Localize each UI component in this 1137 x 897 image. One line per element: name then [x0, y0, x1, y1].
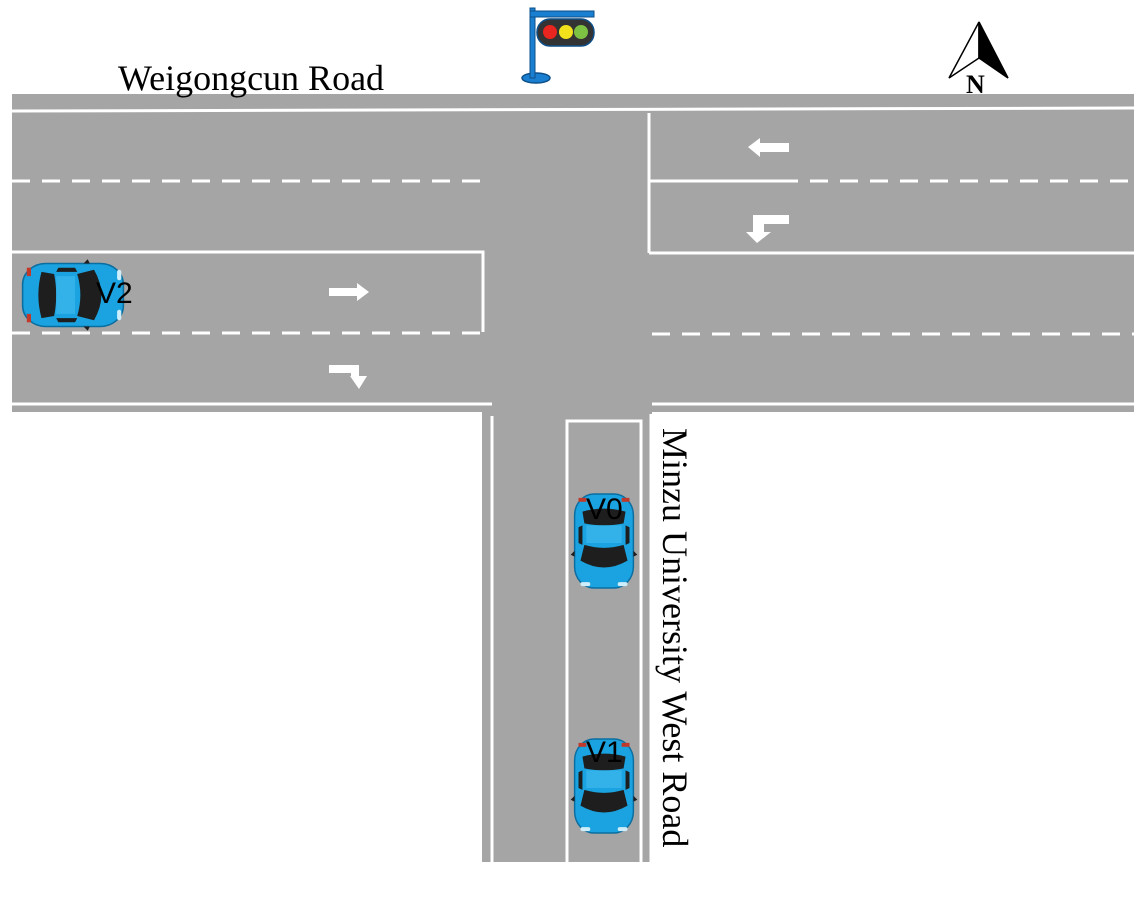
- vehicle-label-v1: V1: [586, 736, 623, 769]
- west-stop-box: [12, 250, 485, 332]
- main-road-north-edge-line: [11, 106, 1135, 113]
- north-arrow-icon: [948, 21, 1009, 79]
- side-road-lane-box: [565, 419, 643, 862]
- north-label: N: [966, 70, 985, 99]
- side-road-label-container: Minzu University West Road: [655, 428, 733, 868]
- traffic-light-icon: [521, 7, 595, 84]
- red-lamp-icon: [543, 25, 557, 39]
- arrow-eastbound-right-turn-icon: [329, 365, 367, 389]
- arrow-westbound-straight-icon: [748, 138, 789, 157]
- vehicle-label-v2: V2: [96, 277, 133, 310]
- arrow-westbound-left-turn-icon: [746, 215, 789, 243]
- yellow-lamp-icon: [559, 25, 573, 39]
- green-lamp-icon: [574, 25, 588, 39]
- arrow-eastbound-straight-icon: [329, 283, 369, 301]
- side-road-name: Minzu University West Road: [655, 428, 695, 848]
- main-road-name: Weigongcun Road: [118, 58, 385, 98]
- vehicle-label-v0: V0: [586, 493, 623, 526]
